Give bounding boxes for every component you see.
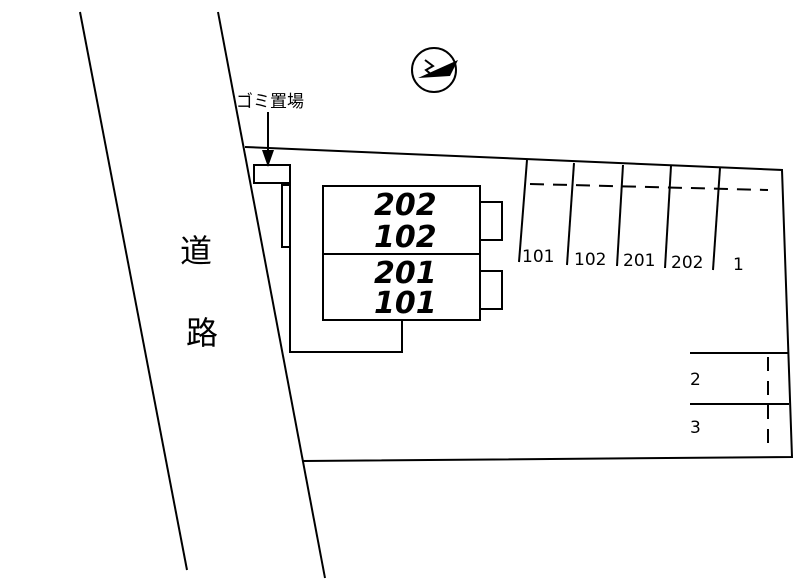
- parking-label-201: 201: [623, 251, 655, 271]
- parking-divider-1: [518, 159, 528, 263]
- parking-divider-4: [664, 165, 672, 269]
- unit-label-101: 101: [374, 286, 437, 321]
- unit-label-201: 201: [374, 256, 437, 291]
- unit-label-102: 102: [374, 220, 437, 255]
- parking-label-101: 101: [522, 247, 554, 267]
- garbage-arrow-head: [262, 150, 274, 167]
- entrance-wall: [281, 184, 291, 248]
- parking-dashed-line: [529, 183, 769, 191]
- north-arrow-icon: [411, 47, 458, 93]
- unit-label-202: 202: [374, 188, 437, 223]
- road-label-char-2: 路: [186, 314, 218, 352]
- road-edge-left: [79, 11, 188, 571]
- garbage-area-label: ゴミ置場: [236, 91, 304, 112]
- garbage-bin: [253, 164, 291, 184]
- lot-boundary: [244, 146, 794, 462]
- parking-label-2: 2: [690, 370, 701, 390]
- balcony-upper: [479, 201, 503, 241]
- parking-label-102: 102: [574, 250, 606, 270]
- balcony-lower: [479, 270, 503, 310]
- road-label-char-1: 道: [180, 232, 212, 270]
- parking-divider-2: [566, 162, 575, 266]
- parking-divider-3: [616, 164, 624, 267]
- building-fence: [289, 245, 403, 353]
- parking-label-3: 3: [690, 418, 701, 438]
- parking-label-202: 202: [671, 253, 703, 273]
- road-edge-right: [217, 11, 326, 579]
- parking-divider-5: [712, 167, 721, 271]
- parking-label-1: 1: [733, 255, 744, 275]
